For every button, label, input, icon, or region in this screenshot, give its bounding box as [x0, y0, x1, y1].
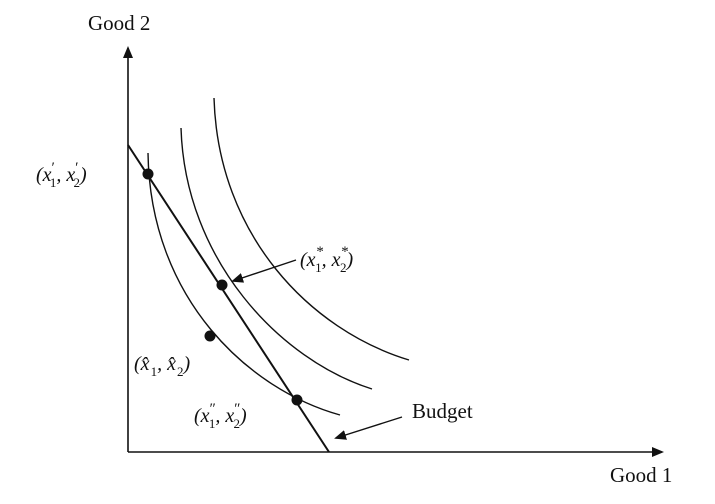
budget-label: Budget: [412, 399, 473, 423]
x-axis-label: Good 1: [610, 463, 672, 487]
point-x-double-prime: [291, 394, 303, 406]
budget-arrow: [334, 416, 403, 440]
indifference-curve-high: [213, 97, 410, 361]
y-axis-label: Good 2: [88, 11, 150, 35]
point-x-prime: [142, 168, 154, 180]
x-star-arrow: [231, 259, 297, 283]
label-x-hat: (x̂1, x̂2): [134, 353, 190, 379]
label-x-prime: (x′1, x′2): [36, 160, 87, 190]
point-x-hat: [204, 330, 216, 342]
point-x-star: [216, 279, 228, 291]
label-x-double-prime: (x″1, x″2): [194, 401, 247, 431]
label-x-star: (x*1, x*2): [300, 244, 353, 275]
indifference-curve-mid: [180, 127, 373, 390]
indifference-curve-low: [147, 152, 341, 416]
